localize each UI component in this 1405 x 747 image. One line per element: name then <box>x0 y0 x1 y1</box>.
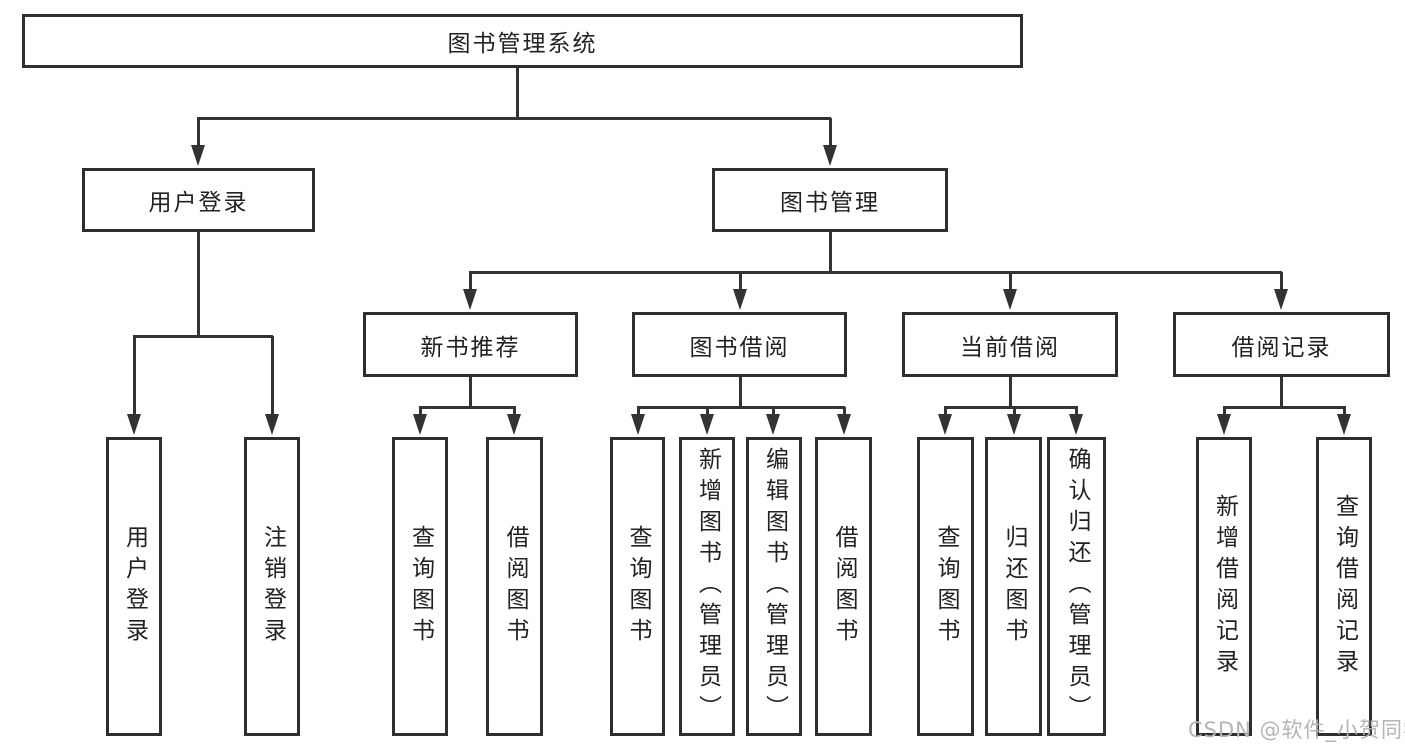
leaf-user-login-node: 用户登录 <box>106 437 162 736</box>
arrow-stem-13 <box>842 407 846 416</box>
new-book-recommend-label: 新书推荐 <box>420 334 521 361</box>
leaf-borrow-books-recommend-node: 借阅图书 <box>486 437 543 736</box>
leaf-add-book-admin-node: 新增图书（管理员） <box>679 437 735 736</box>
leaf-edit-book-admin-node: 编辑图书（管理员） <box>746 437 802 736</box>
connector-line-horizontal-9 <box>637 405 845 409</box>
current-borrowing-label: 当前借阅 <box>960 334 1060 361</box>
leaf-logout-label: 注销登录 <box>259 524 286 649</box>
arrow-stem-15 <box>1012 407 1016 416</box>
arrow-down-icon-2 <box>127 414 141 435</box>
connector-line-horizontal-3 <box>133 334 273 338</box>
leaf-query-books-recommend-node: 查询图书 <box>392 437 448 736</box>
user-login-node: 用户登录 <box>82 168 315 232</box>
arrow-stem-3 <box>270 336 274 416</box>
system-root-node: 图书管理系统 <box>22 14 1023 68</box>
arrow-down-icon-7 <box>1274 289 1288 310</box>
connector-line-horizontal-1 <box>197 116 831 120</box>
user-login-label: 用户登录 <box>148 190 249 216</box>
arrow-stem-4 <box>468 272 472 291</box>
arrow-stem-12 <box>771 407 775 416</box>
arrow-down-icon-11 <box>700 414 714 435</box>
book-borrowing-label: 图书借阅 <box>689 334 790 361</box>
leaf-return-books-node: 归还图书 <box>985 437 1042 736</box>
arrow-stem-1 <box>828 118 832 147</box>
arrow-stem-5 <box>738 272 742 291</box>
connector-line-horizontal-5 <box>469 270 1282 274</box>
arrow-down-icon-4 <box>463 289 477 310</box>
arrow-down-icon-16 <box>1069 414 1083 435</box>
arrow-stem-9 <box>512 407 516 416</box>
leaf-edit-book-admin-label: 编辑图书（管理员） <box>761 447 788 726</box>
arrow-stem-17 <box>1222 407 1226 416</box>
arrow-down-icon-12 <box>766 414 780 435</box>
arrow-stem-10 <box>636 407 640 416</box>
watermark: CSDN @软件_小贺同学 <box>1188 718 1405 742</box>
connector-line-horizontal-11 <box>944 405 1078 409</box>
leaf-logout-node: 注销登录 <box>244 437 300 736</box>
arrow-down-icon-0 <box>191 145 205 166</box>
arrow-stem-0 <box>196 118 200 147</box>
leaf-confirm-return-admin-node: 确认归还（管理员） <box>1047 437 1106 736</box>
connector-line-vertical-12 <box>1279 377 1283 409</box>
arrow-stem-11 <box>705 407 709 416</box>
leaf-add-borrow-record-label: 新增借阅记录 <box>1211 493 1238 680</box>
leaf-borrow-books-borrowing-node: 借阅图书 <box>815 437 872 736</box>
leaf-add-book-admin-label: 新增图书（管理员） <box>694 447 721 726</box>
leaf-query-books-current-node: 查询图书 <box>917 437 974 736</box>
borrowing-records-node: 借阅记录 <box>1173 312 1390 377</box>
current-borrowing-node: 当前借阅 <box>902 312 1118 377</box>
leaf-query-books-recommend-label: 查询图书 <box>407 524 434 649</box>
leaf-query-books-borrowing-label: 查询图书 <box>625 524 651 649</box>
arrow-down-icon-9 <box>507 414 521 435</box>
book-management-label: 图书管理 <box>780 190 880 216</box>
connector-line-vertical-6 <box>468 377 472 409</box>
leaf-confirm-return-admin-label: 确认归还（管理员） <box>1064 447 1090 726</box>
connector-line-vertical-2 <box>196 232 200 338</box>
leaf-query-books-current-label: 查询图书 <box>933 524 959 649</box>
connector-line-vertical-8 <box>738 377 742 409</box>
arrow-down-icon-17 <box>1217 414 1231 435</box>
system-root-label: 图书管理系统 <box>447 31 598 57</box>
arrow-down-icon-1 <box>823 145 837 166</box>
leaf-user-login-label: 用户登录 <box>121 524 148 649</box>
arrow-stem-6 <box>1008 272 1012 291</box>
arrow-down-icon-3 <box>265 414 279 435</box>
leaf-return-books-label: 归还图书 <box>1001 524 1027 649</box>
arrow-down-icon-18 <box>1337 414 1351 435</box>
arrow-stem-14 <box>943 407 947 416</box>
leaf-borrow-books-borrowing-label: 借阅图书 <box>831 524 857 649</box>
arrow-down-icon-15 <box>1007 414 1021 435</box>
book-management-node: 图书管理 <box>712 168 948 232</box>
arrow-down-icon-6 <box>1003 289 1017 310</box>
connector-line-horizontal-13 <box>1223 405 1346 409</box>
arrow-down-icon-5 <box>733 289 747 310</box>
connector-line-horizontal-7 <box>419 405 516 409</box>
leaf-query-borrow-record-label: 查询借阅记录 <box>1331 493 1358 680</box>
connector-line-vertical-0 <box>515 68 519 120</box>
arrow-stem-7 <box>1279 272 1283 291</box>
arrow-down-icon-8 <box>413 414 427 435</box>
new-book-recommend-node: 新书推荐 <box>363 312 578 377</box>
arrow-stem-18 <box>1342 407 1346 416</box>
arrow-down-icon-14 <box>938 414 952 435</box>
leaf-query-books-borrowing-node: 查询图书 <box>610 437 665 736</box>
leaf-borrow-books-recommend-label: 借阅图书 <box>502 524 528 649</box>
arrow-stem-16 <box>1074 407 1078 416</box>
connector-line-vertical-10 <box>1008 377 1012 409</box>
arrow-stem-2 <box>132 336 136 416</box>
connector-line-vertical-4 <box>828 232 832 274</box>
leaf-add-borrow-record-node: 新增借阅记录 <box>1196 437 1252 736</box>
book-borrowing-node: 图书借阅 <box>632 312 847 377</box>
leaf-query-borrow-record-node: 查询借阅记录 <box>1316 437 1372 736</box>
arrow-stem-8 <box>418 407 422 416</box>
arrow-down-icon-13 <box>837 414 851 435</box>
borrowing-records-label: 借阅记录 <box>1231 334 1332 361</box>
arrow-down-icon-10 <box>631 414 645 435</box>
